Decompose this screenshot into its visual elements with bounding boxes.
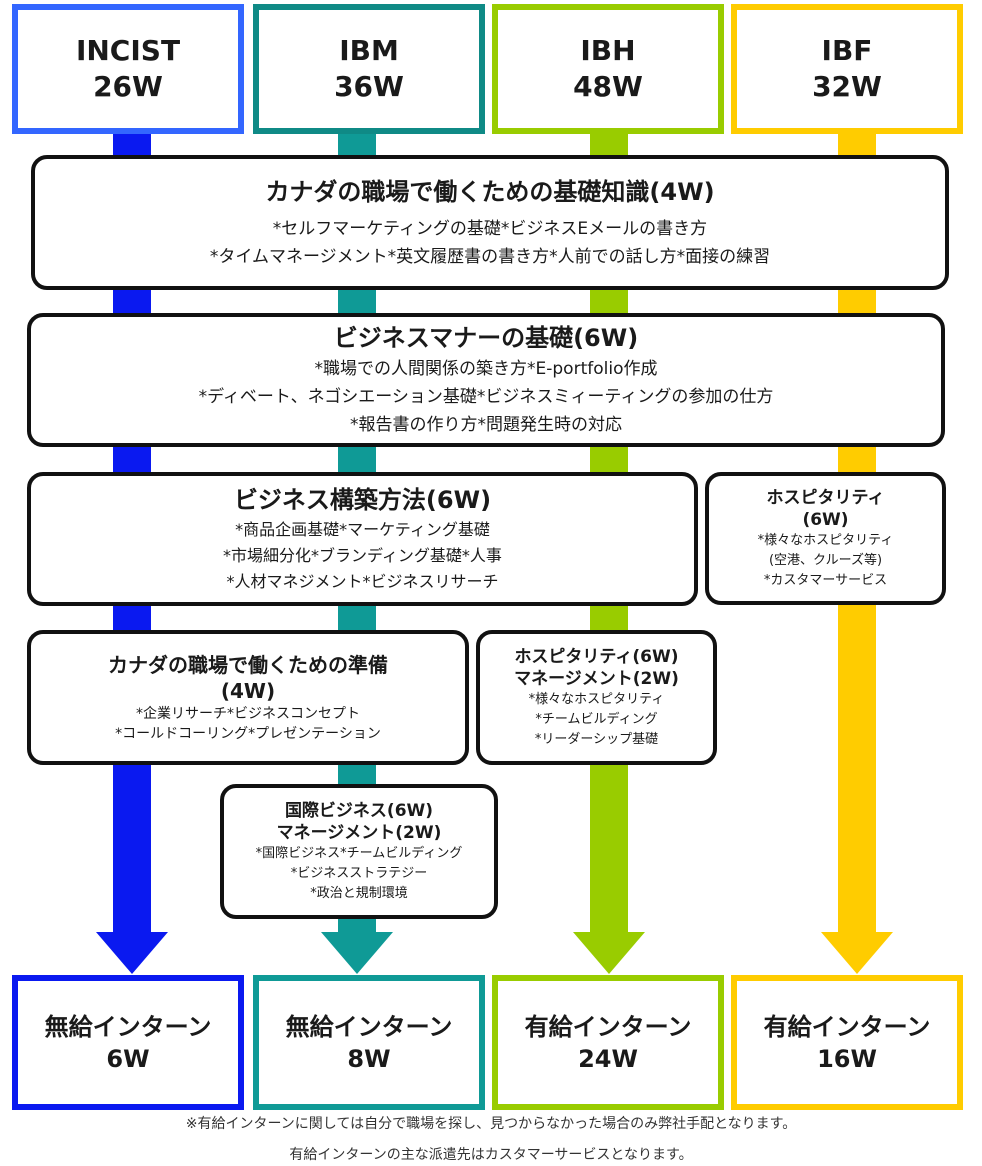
module-detail: *タイムマネージメント*英文履歴書の書き方*人前での話し方*面接の練習 <box>209 246 771 267</box>
module-canada-basics: カナダの職場で働くための基礎知識(4W) *セルフマーケティングの基礎*ビジネス… <box>31 155 949 290</box>
module-detail: *職場での人間関係の築き方*E-portfolio作成 <box>314 359 658 379</box>
module-detail: *様々なホスピタリティ <box>528 691 665 707</box>
internship-label: 有給インターン <box>763 1012 931 1041</box>
module-detail: *チームビルディング <box>535 711 658 727</box>
program-weeks: 26W <box>93 70 163 103</box>
internship-weeks: 24W <box>578 1044 638 1073</box>
module-title: ビジネス構築方法(6W) <box>233 486 492 514</box>
program-ibh: IBH 48W <box>492 4 724 134</box>
internship-weeks: 16W <box>817 1044 877 1073</box>
footnote-placement: 有給インターンの主な派遣先はカスタマーサービスとなります。 <box>289 1147 693 1163</box>
program-weeks: 48W <box>573 70 643 103</box>
program-ibf: IBF 32W <box>731 4 963 134</box>
module-hospitality-management: ホスピタリティ(6W) マネージメント(2W) *様々なホスピタリティ *チーム… <box>476 630 717 765</box>
module-hospitality-ibf: ホスピタリティ (6W) *様々なホスピタリティ (空港、クルーズ等) *カスタ… <box>705 472 946 605</box>
footnote-paid-internship: ※有給インターンに関しては自分で職場を探し、見つからなかった場合のみ弊社手配とな… <box>185 1116 797 1132</box>
module-title: ビジネスマナーの基礎(6W) <box>333 324 639 352</box>
module-title: マネージメント(2W) <box>276 822 442 843</box>
module-title: ホスピタリティ <box>766 487 885 508</box>
program-name: IBH <box>580 34 636 67</box>
internship-ibf: 有給インターン 16W <box>731 975 963 1110</box>
program-weeks: 32W <box>812 70 882 103</box>
module-detail: (空港、クルーズ等) <box>768 552 883 568</box>
module-title: ホスピタリティ(6W) <box>514 646 679 667</box>
internship-incist: 無給インターン 6W <box>12 975 244 1110</box>
module-title: 国際ビジネス(6W) <box>284 800 434 821</box>
internship-label: 無給インターン <box>285 1012 453 1041</box>
module-detail: *コールドコーリング*プレゼンテーション <box>115 725 381 742</box>
module-title: カナダの職場で働くための準備 <box>108 652 388 677</box>
module-international-business: 国際ビジネス(6W) マネージメント(2W) *国際ビジネス*チームビルディング… <box>220 784 498 919</box>
ibf-arrowhead <box>821 932 893 974</box>
program-incist: INCIST 26W <box>12 4 244 134</box>
module-detail: *リーダーシップ基礎 <box>534 731 659 747</box>
module-title: (6W) <box>802 509 849 530</box>
module-detail: *国際ビジネス*チームビルディング <box>255 845 463 861</box>
internship-ibm: 無給インターン 8W <box>253 975 485 1110</box>
module-detail: *カスタマーサービス <box>763 572 888 588</box>
module-business-manner: ビジネスマナーの基礎(6W) *職場での人間関係の築き方*E-portfolio… <box>27 313 945 447</box>
internship-ibh: 有給インターン 24W <box>492 975 724 1110</box>
module-detail: *報告書の作り方*問題発生時の対応 <box>350 415 622 435</box>
internship-weeks: 8W <box>347 1044 391 1073</box>
module-detail: *人材マネジメント*ビジネスリサーチ <box>226 572 499 591</box>
internship-label: 有給インターン <box>524 1012 692 1041</box>
program-ibm: IBM 36W <box>253 4 485 134</box>
program-weeks: 36W <box>334 70 404 103</box>
ibm-arrowhead <box>321 932 393 974</box>
incist-arrowhead <box>96 932 168 974</box>
module-title: カナダの職場で働くための基礎知識(4W) <box>265 177 715 206</box>
module-detail: *市場細分化*ブランディング基礎*人事 <box>223 546 502 565</box>
module-detail: *ディベート、ネゴシエーション基礎*ビジネスミィーティングの参加の仕方 <box>198 387 774 407</box>
program-name: INCIST <box>75 34 181 67</box>
module-title: (4W) <box>220 678 276 703</box>
module-business-build: ビジネス構築方法(6W) *商品企画基礎*マーケティング基礎 *市場細分化*ブラ… <box>27 472 698 606</box>
program-name: IBF <box>821 34 873 67</box>
module-detail: *商品企画基礎*マーケティング基礎 <box>235 520 490 539</box>
module-detail: *セルフマーケティングの基礎*ビジネスEメールの書き方 <box>272 218 708 239</box>
module-title: マネージメント(2W) <box>514 668 679 689</box>
module-detail: *企業リサーチ*ビジネスコンセプト <box>136 705 360 722</box>
internship-label: 無給インターン <box>44 1012 212 1041</box>
module-detail: *ビジネスストラテジー <box>290 865 428 881</box>
module-canada-prep: カナダの職場で働くための準備 (4W) *企業リサーチ*ビジネスコンセプト *コ… <box>27 630 469 765</box>
module-detail: *様々なホスピタリティ <box>757 532 894 548</box>
module-detail: *政治と規制環境 <box>310 885 408 901</box>
internship-weeks: 6W <box>106 1044 150 1073</box>
ibh-arrowhead <box>573 932 645 974</box>
program-name: IBM <box>339 34 399 67</box>
